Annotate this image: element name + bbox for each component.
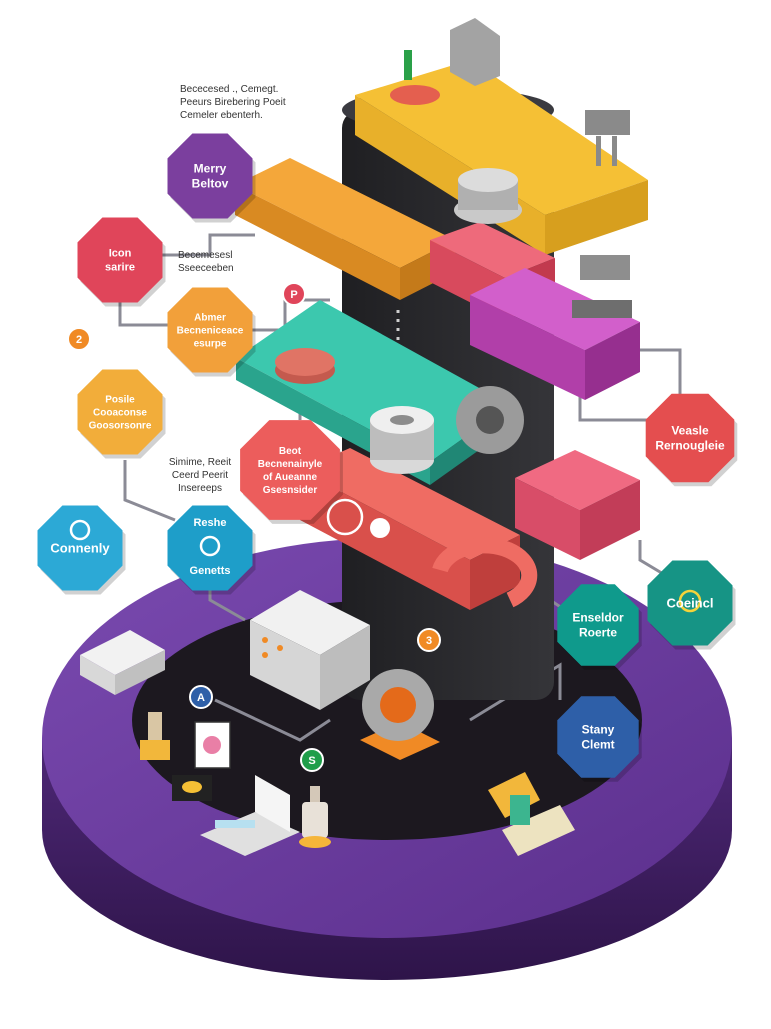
layer-magenta [470, 268, 640, 400]
node-label: Veasle [671, 424, 709, 438]
node-label: Reshe [193, 517, 226, 529]
node-shape [77, 217, 163, 303]
node-label: Abmer [194, 312, 226, 323]
node-shape [647, 560, 733, 646]
svg-text:Peeurs Birebering Poeit: Peeurs Birebering Poeit [180, 97, 286, 108]
wave-icon [69, 519, 91, 541]
number-badges: P 2 3A S [67, 282, 441, 772]
node-label: Posile [105, 394, 135, 405]
svg-text:Ceerd Peerit: Ceerd Peerit [172, 470, 228, 481]
node-shape [240, 420, 340, 520]
svg-text:Bececesed ., Cemegt.: Bececesed ., Cemegt. [180, 84, 278, 95]
node-label: Becneniceace [177, 325, 244, 336]
node-label: Rernougleie [655, 439, 725, 453]
node-label: Beot [279, 446, 302, 457]
node-label: Roerte [579, 626, 617, 640]
node-label: Coeincl [667, 595, 714, 610]
node-icon: Icon sarire [77, 217, 166, 307]
server-icon [250, 590, 370, 710]
annotation-mid: Becemesesl Sseeceeben [178, 250, 234, 274]
tablet-icon [488, 772, 575, 856]
node-shape [77, 369, 163, 455]
node-label: Enseldor [572, 611, 624, 625]
svg-text:Cemeler ebenterh.: Cemeler ebenterh. [180, 110, 263, 121]
paper-stack-icon [80, 630, 165, 695]
node-shape [557, 584, 639, 666]
node-label: Gsesnsider [263, 485, 318, 496]
badge-label: 2 [76, 334, 82, 346]
svg-text:Becemesesl: Becemesesl [178, 250, 232, 261]
node-shape [167, 287, 253, 373]
node-label: Cooaconse [93, 407, 147, 418]
svg-text:Simime, Reeit: Simime, Reeit [169, 457, 231, 468]
layer-pink-box [515, 450, 640, 560]
node-label: Merry [194, 162, 227, 176]
node-label: Becnenainyle [258, 459, 323, 470]
figure-icon [140, 712, 170, 760]
bottle-icon [299, 786, 331, 848]
laptop-icon [200, 775, 300, 856]
node-label: Goosorsonre [89, 420, 152, 431]
badge-label: P [290, 289, 297, 301]
orange-gear-icon [360, 669, 440, 760]
svg-text:Insereeps: Insereeps [178, 483, 222, 494]
badge-label: S [308, 755, 315, 767]
node-coeincl: Coeincl [647, 560, 736, 650]
badge-label: A [197, 692, 205, 704]
annotation-lower: Simime, Reeit Ceerd Peerit Insereeps [169, 457, 231, 494]
badge-b-a: A [189, 685, 213, 709]
badge-label: 3 [426, 635, 432, 647]
node-label: esurpe [194, 338, 227, 349]
circle-icon [678, 589, 702, 613]
badge-b-p: P [282, 282, 306, 306]
node-label: sarire [105, 262, 135, 274]
layer-coral [300, 448, 538, 610]
node-label: of Aueanne [263, 472, 318, 483]
frame-icon [172, 721, 231, 801]
node-label: Genetts [190, 565, 231, 577]
gear-stacks [80, 18, 632, 856]
node-label: Icon [109, 248, 132, 260]
badge-b-s: S [300, 748, 324, 772]
node-label: Clemt [581, 738, 614, 752]
badge-b-3: 3 [417, 628, 441, 652]
svg-text:Sseeceeben: Sseeceeben [178, 263, 234, 274]
node-shape [557, 696, 639, 778]
node-label: Connenly [50, 540, 110, 555]
node-connenly: Connenly [37, 505, 126, 595]
node-shape [167, 505, 253, 591]
node-shape [37, 505, 123, 591]
node-shape [645, 393, 735, 483]
node-shape [167, 133, 253, 219]
node-label: Beltov [192, 177, 229, 191]
badge-b-2: 2 [67, 327, 91, 351]
ring-icon [199, 535, 221, 557]
annotation-top: Bececesed ., Cemegt. Peeurs Birebering P… [180, 84, 286, 121]
node-label: Stany [582, 723, 615, 737]
